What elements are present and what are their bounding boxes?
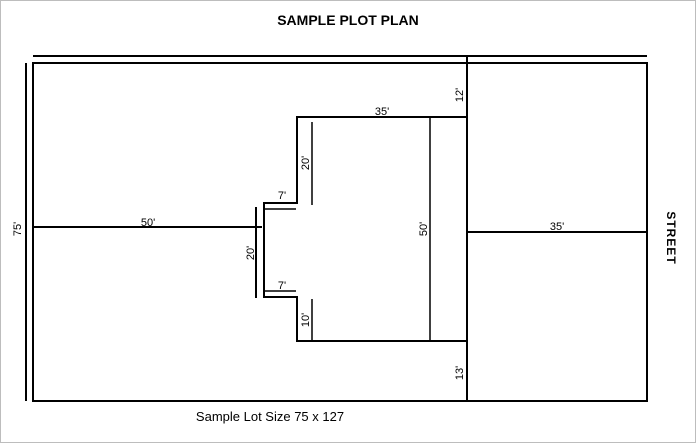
lower-wing-depth-label: 10' (300, 313, 312, 327)
side-yard-bottom-label: 13' (454, 366, 466, 380)
upper-wing-depth-label: 20' (300, 156, 312, 170)
house-footprint (263, 116, 467, 342)
rear-setback-label: 50' (141, 217, 155, 229)
lot-size-caption: Sample Lot Size 75 x 127 (196, 409, 344, 424)
middle-offset-label: 20' (245, 246, 257, 260)
house-depth-label: 50' (418, 222, 430, 236)
side-yard-top-label: 12' (454, 88, 466, 102)
lot-depth-label: 75' (12, 222, 24, 236)
house-width-label: 35' (375, 106, 389, 118)
upper-notch-label: 7' (278, 190, 286, 202)
diagram-title: SAMPLE PLOT PLAN (277, 12, 419, 28)
lower-notch-label: 7' (278, 280, 286, 292)
street-label: STREET (664, 211, 678, 264)
front-setback-label: 35' (550, 221, 564, 233)
